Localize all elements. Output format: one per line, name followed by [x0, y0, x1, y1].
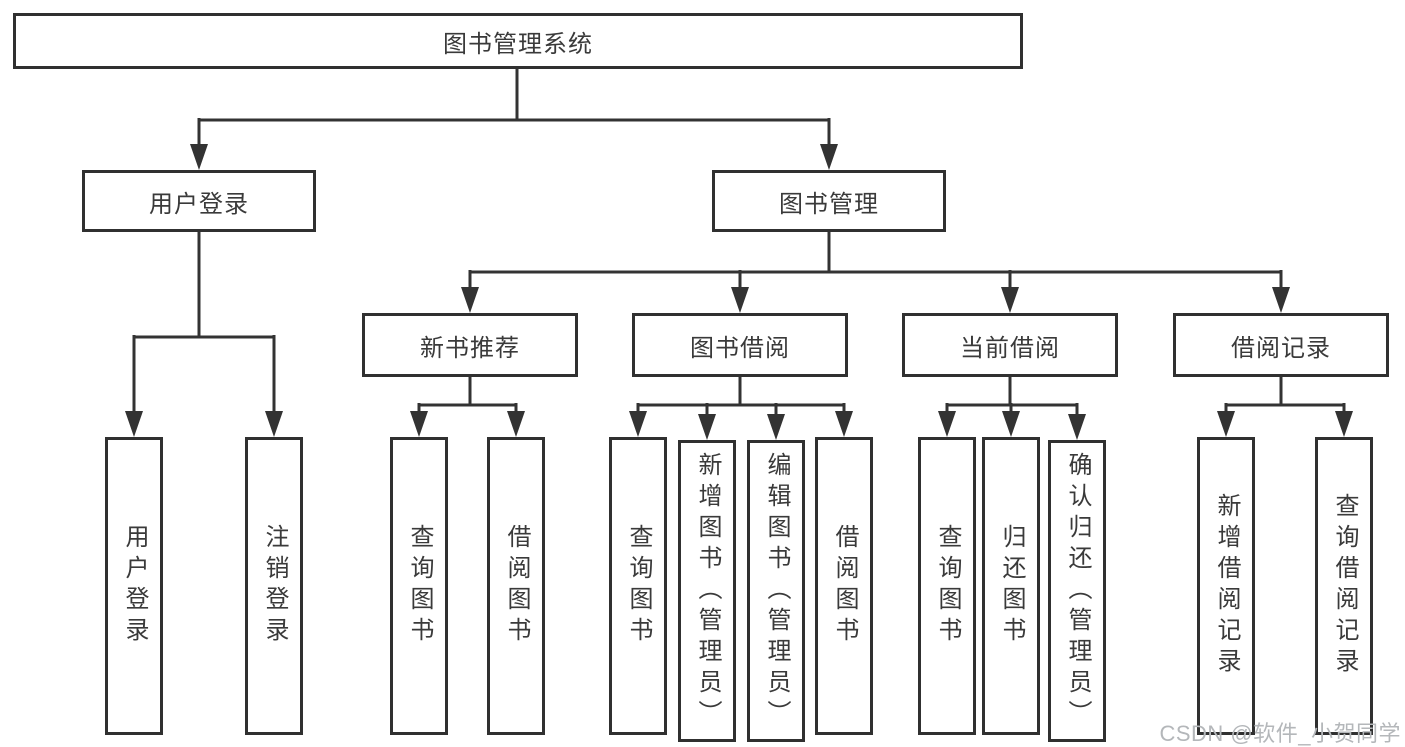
connector-book-borrow-to-leaves [629, 377, 853, 440]
node-user-login-branch: 用户登录 [82, 170, 316, 232]
leaf-confirm-return-admin: 确认归还（管理员） [1048, 440, 1106, 742]
leaf-query-borrow-record: 查询借阅记录 [1315, 437, 1373, 735]
connector-root-to-level2 [190, 68, 838, 170]
leaf-query-book-current: 查询图书 [918, 437, 976, 735]
connector-book-mgmt-to-level3 [461, 232, 1290, 313]
node-current-borrow: 当前借阅 [902, 313, 1118, 377]
leaf-return-book: 归还图书 [982, 437, 1040, 735]
node-library-system: 图书管理系统 [13, 13, 1023, 69]
leaf-add-book-admin: 新增图书（管理员） [678, 440, 736, 742]
csdn-watermark: CSDN @软件_小贺同学 [1159, 721, 1401, 746]
node-book-management: 图书管理 [712, 170, 946, 232]
leaf-add-borrow-record: 新增借阅记录 [1197, 437, 1255, 735]
leaf-query-book-recommend: 查询图书 [390, 437, 448, 735]
connector-new-book-rec-to-leaves [410, 377, 525, 437]
connector-user-login-to-leaves [125, 232, 283, 437]
node-new-book-recommend: 新书推荐 [362, 313, 578, 377]
leaf-query-book-borrow: 查询图书 [609, 437, 667, 735]
connector-current-borrow-to-leaves [938, 377, 1086, 440]
leaf-borrow-book-recommend: 借阅图书 [487, 437, 545, 735]
node-book-borrow: 图书借阅 [632, 313, 848, 377]
connector-borrow-records-to-leaves [1217, 377, 1353, 437]
leaf-logout: 注销登录 [245, 437, 303, 735]
node-borrow-records: 借阅记录 [1173, 313, 1389, 377]
leaf-edit-book-admin: 编辑图书（管理员） [747, 440, 805, 742]
leaf-borrow-book: 借阅图书 [815, 437, 873, 735]
leaf-user-login: 用户登录 [105, 437, 163, 735]
